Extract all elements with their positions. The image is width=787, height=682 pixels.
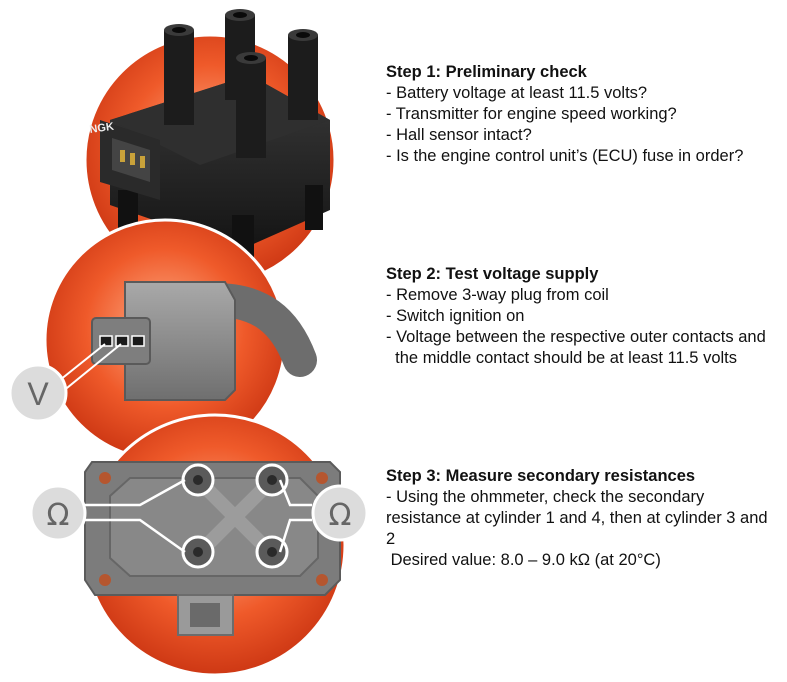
step-1-line-3: - Hall sensor intact? [386, 126, 532, 144]
step-2-line-1: - Remove 3-way plug from coil [386, 286, 609, 304]
step-2-block: Step 2: Test voltage supply - Remove 3-w… [386, 264, 781, 369]
cylinder-socket-4 [255, 535, 289, 569]
ohmmeter-right-label: Ω [329, 498, 352, 533]
step-1-line-1: - Battery voltage at least 11.5 volts? [386, 84, 648, 102]
resistance-illustration: Ω Ω [29, 413, 369, 677]
ohmmeter-left-label: Ω [47, 498, 70, 533]
coil-tower-3 [288, 29, 318, 120]
illustration-panel: NGK V [8, 9, 369, 677]
step-3-title: Step 3: Measure secondary resistances [386, 467, 696, 485]
plug-contact-3 [131, 335, 145, 347]
step-3-block: Step 3: Measure secondary resistances - … [386, 466, 781, 571]
step-2-line-2: - Switch ignition on [386, 307, 525, 325]
plug-illustration: V [8, 218, 317, 462]
cylinder-socket-2 [255, 463, 289, 497]
step-3-line-2: Desired value: 8.0 – 9.0 kΩ (at 20°C) [386, 551, 661, 569]
step-1-line-4: - Is the engine control unit’s (ECU) fus… [386, 147, 744, 165]
coil-tower-1 [164, 24, 194, 125]
coil-tower-4 [236, 52, 266, 158]
step-2-title: Step 2: Test voltage supply [386, 265, 599, 283]
step-2-line-3: - Voltage between the respective outer c… [386, 328, 766, 346]
step-1-line-2: - Transmitter for engine speed working? [386, 105, 677, 123]
three-way-plug [124, 281, 236, 401]
step-1-title: Step 1: Preliminary check [386, 63, 587, 81]
cylinder-socket-3 [181, 535, 215, 569]
step-3-line-1: - Using the ohmmeter, check the secondar… [386, 488, 773, 548]
brand-logo: NGK [89, 121, 115, 136]
ohmmeter-right-icon: Ω [311, 484, 369, 542]
plug-contact-1 [99, 335, 113, 347]
coil-connector [100, 120, 160, 200]
voltmeter-icon: V [8, 363, 68, 423]
cylinder-socket-1 [181, 463, 215, 497]
voltmeter-label: V [27, 376, 49, 412]
plug-contact-2 [115, 335, 129, 347]
step-2-line-4: the middle contact should be at least 11… [386, 349, 737, 367]
step-1-block: Step 1: Preliminary check - Battery volt… [386, 62, 781, 167]
ohmmeter-left-icon: Ω [29, 484, 87, 542]
